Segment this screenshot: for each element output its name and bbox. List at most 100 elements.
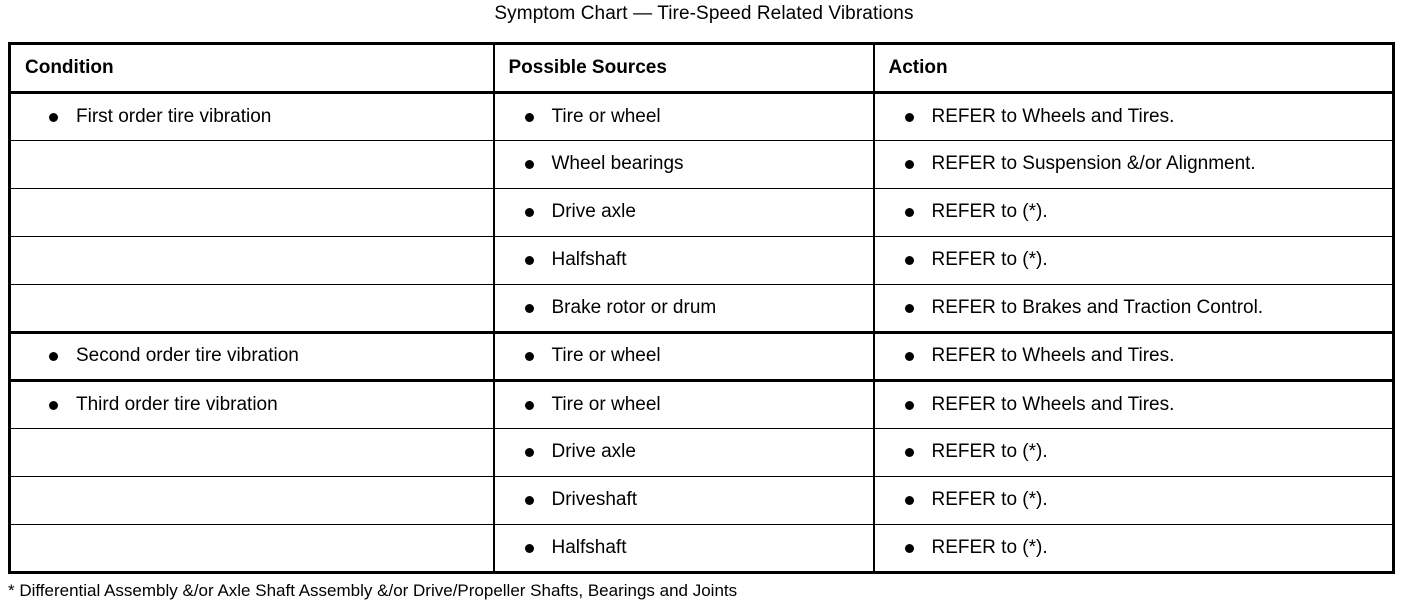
- bullet-icon: [524, 303, 534, 313]
- cell-action-content: REFER to (*).: [875, 477, 1393, 524]
- cell-action-label: REFER to Wheels and Tires.: [931, 393, 1175, 415]
- cell-action-content: REFER to (*).: [875, 525, 1393, 571]
- cell-action: REFER to (*).: [872, 524, 1395, 573]
- cell-action-content: REFER to Wheels and Tires.: [875, 94, 1393, 140]
- cell-condition-content: [11, 141, 493, 188]
- bullet-icon: [524, 496, 534, 505]
- cell-possible-source: Tire or wheel: [492, 332, 875, 382]
- cell-action-label: REFER to (*).: [931, 201, 1048, 223]
- cell-condition: Third order tire vibration: [8, 380, 495, 429]
- table-row: Drive axle REFER to (*).: [8, 428, 1395, 477]
- cell-condition: First order tire vibration: [8, 92, 495, 141]
- cell-condition: [8, 284, 495, 334]
- cell-possible-source-label: Tire or wheel: [551, 393, 661, 415]
- cell-possible-source-content: Halfshaft: [495, 525, 873, 571]
- cell-possible-source: Driveshaft: [492, 476, 875, 525]
- bullet-icon: [904, 160, 914, 169]
- page-title: Symptom Chart — Tire-Speed Related Vibra…: [494, 3, 914, 24]
- cell-possible-source-content: Tire or wheel: [495, 382, 873, 428]
- bullet-icon: [49, 400, 58, 410]
- bullet-icon: [49, 352, 58, 361]
- cell-action-content: REFER to (*).: [875, 189, 1393, 236]
- cell-action-label: REFER to (*).: [931, 441, 1048, 463]
- bullet-icon: [904, 303, 914, 313]
- cell-condition: [8, 140, 495, 189]
- bullet-icon: [524, 543, 534, 553]
- cell-condition: [8, 236, 495, 285]
- table-row: Driveshaft REFER to (*).: [8, 476, 1395, 525]
- bullet-icon: [904, 208, 914, 217]
- cell-possible-source-content: Brake rotor or drum: [495, 285, 873, 331]
- cell-possible-source-content: Driveshaft: [495, 477, 873, 524]
- cell-condition-content: Second order tire vibration: [11, 334, 493, 379]
- symptom-table: Condition Possible Sources Action First …: [8, 42, 1395, 574]
- bullet-icon: [524, 448, 534, 457]
- cell-action: REFER to Suspension &/or Alignment.: [872, 140, 1395, 189]
- bullet-icon: [904, 112, 914, 122]
- cell-condition-content: [11, 477, 493, 524]
- bullet-icon: [524, 352, 534, 361]
- cell-possible-source: Drive axle: [492, 428, 875, 477]
- cell-condition-content: Third order tire vibration: [11, 382, 493, 428]
- cell-action: REFER to (*).: [872, 476, 1395, 525]
- cell-condition-content: [11, 429, 493, 476]
- cell-condition-content: [11, 285, 493, 331]
- cell-condition-label: First order tire vibration: [76, 105, 272, 127]
- cell-action-label: REFER to Wheels and Tires.: [931, 105, 1175, 127]
- table-row: Halfshaft REFER to (*).: [8, 524, 1395, 573]
- cell-action-label: REFER to (*).: [931, 536, 1048, 558]
- column-header-possible-sources: Possible Sources: [492, 43, 875, 94]
- cell-action: REFER to Wheels and Tires.: [872, 380, 1395, 429]
- cell-possible-source-label: Driveshaft: [551, 489, 638, 511]
- cell-possible-source-label: Halfshaft: [551, 249, 627, 271]
- bullet-icon: [524, 160, 534, 169]
- cell-possible-source-content: Wheel bearings: [495, 141, 873, 188]
- bullet-icon: [904, 448, 914, 457]
- table-row: Drive axle REFER to (*).: [8, 188, 1395, 237]
- cell-action-content: REFER to Suspension &/or Alignment.: [875, 141, 1393, 188]
- cell-condition-label: Third order tire vibration: [76, 393, 278, 415]
- symptom-table-container: Condition Possible Sources Action First …: [8, 42, 1395, 574]
- cell-action: REFER to (*).: [872, 428, 1395, 477]
- cell-condition: [8, 428, 495, 477]
- cell-action: REFER to Wheels and Tires.: [872, 332, 1395, 382]
- table-row: First order tire vibration Tire or wheel R…: [8, 92, 1395, 141]
- column-header-condition: Condition: [8, 43, 495, 94]
- cell-possible-source-label: Drive axle: [551, 201, 636, 223]
- bullet-icon: [524, 112, 534, 122]
- cell-action-content: REFER to Wheels and Tires.: [875, 382, 1393, 428]
- cell-action-label: REFER to Suspension &/or Alignment.: [931, 153, 1256, 175]
- cell-action: REFER to (*).: [872, 188, 1395, 237]
- cell-action-label: REFER to (*).: [931, 489, 1048, 511]
- cell-possible-source: Halfshaft: [492, 524, 875, 573]
- cell-condition: Second order tire vibration: [8, 332, 495, 382]
- bullet-icon: [904, 543, 914, 553]
- cell-possible-source-label: Halfshaft: [551, 536, 627, 558]
- cell-possible-source-label: Tire or wheel: [551, 345, 661, 367]
- bullet-icon: [904, 256, 914, 265]
- cell-condition: [8, 476, 495, 525]
- cell-action-label: REFER to Brakes and Traction Control.: [931, 296, 1264, 318]
- table-row: Wheel bearings REFER to Suspension &/or A…: [8, 140, 1395, 189]
- table-header: Condition Possible Sources Action: [8, 43, 1395, 94]
- cell-action-label: REFER to Wheels and Tires.: [931, 345, 1175, 367]
- cell-action-content: REFER to (*).: [875, 237, 1393, 284]
- bullet-icon: [904, 400, 914, 410]
- bullet-icon: [524, 208, 534, 217]
- cell-action: REFER to (*).: [872, 236, 1395, 285]
- cell-action: REFER to Wheels and Tires.: [872, 92, 1395, 141]
- bullet-icon: [904, 352, 914, 361]
- bullet-icon: [524, 400, 534, 410]
- cell-possible-source-content: Drive axle: [495, 429, 873, 476]
- cell-possible-source-label: Brake rotor or drum: [551, 296, 717, 318]
- cell-possible-source-label: Tire or wheel: [551, 105, 661, 127]
- table-row: Second order tire vibration Tire or wheel…: [8, 332, 1395, 382]
- cell-possible-source-content: Halfshaft: [495, 237, 873, 284]
- cell-possible-source: Wheel bearings: [492, 140, 875, 189]
- table-header-row: Condition Possible Sources Action: [8, 43, 1395, 94]
- bullet-icon: [49, 112, 58, 122]
- cell-action-content: REFER to (*).: [875, 429, 1393, 476]
- table-row: Halfshaft REFER to (*).: [8, 236, 1395, 285]
- cell-condition: [8, 524, 495, 573]
